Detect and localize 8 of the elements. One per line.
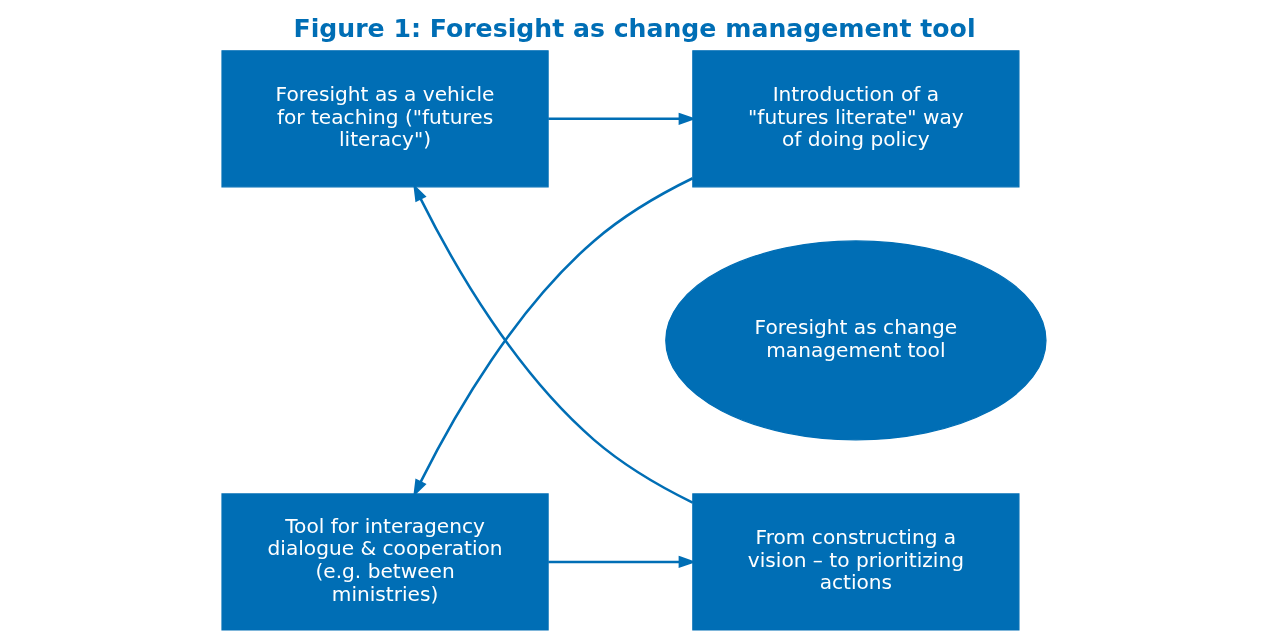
arrow	[547, 112, 696, 125]
node-box: Tool for interagency dialogue & cooperation (e.g. between ministries)	[220, 493, 549, 631]
node-ellipse: Foresight as change management tool	[664, 240, 1047, 441]
node-box: Foresight as a vehicle for teaching ("futures literacy")	[220, 50, 549, 188]
diagram-title: Figure 1: Foresight as change management tool	[292, 14, 976, 43]
node-box: From constructing a vision – to prioritizing actions	[691, 493, 1020, 631]
arrow	[547, 555, 696, 569]
node-box: Introduction of a "futures literate" way of doing policy	[691, 50, 1020, 188]
